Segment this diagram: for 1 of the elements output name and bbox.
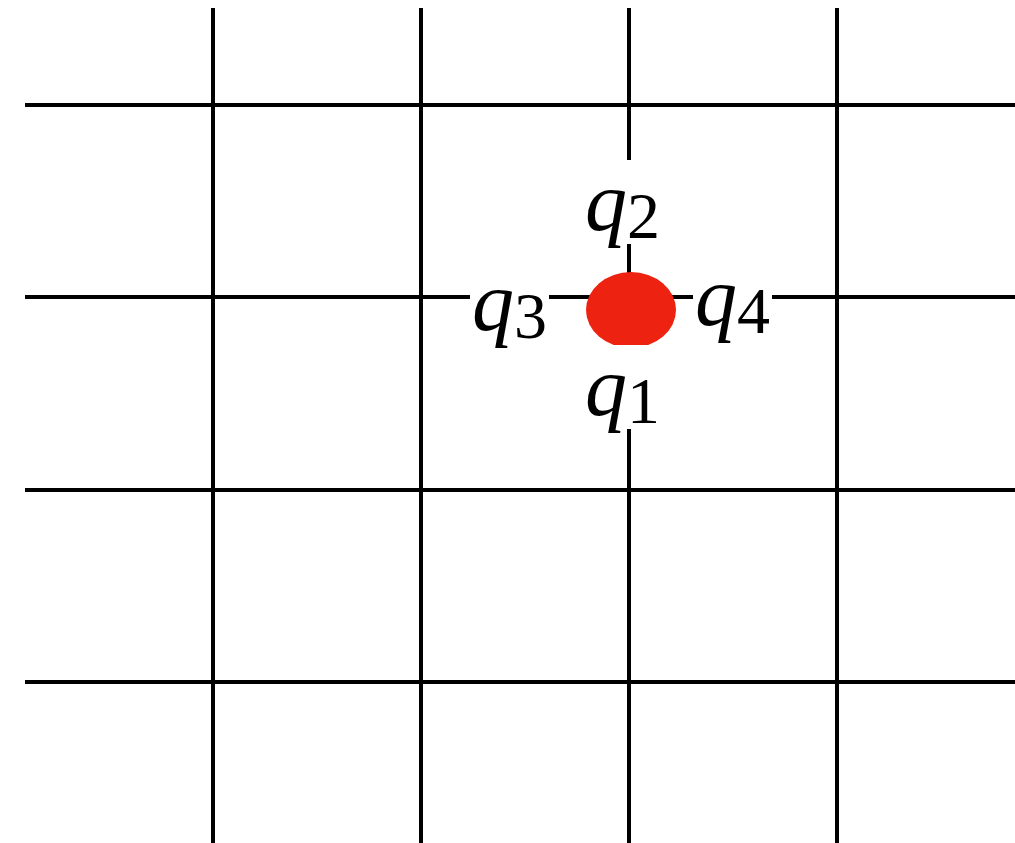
lattice-site-dot xyxy=(586,272,676,348)
